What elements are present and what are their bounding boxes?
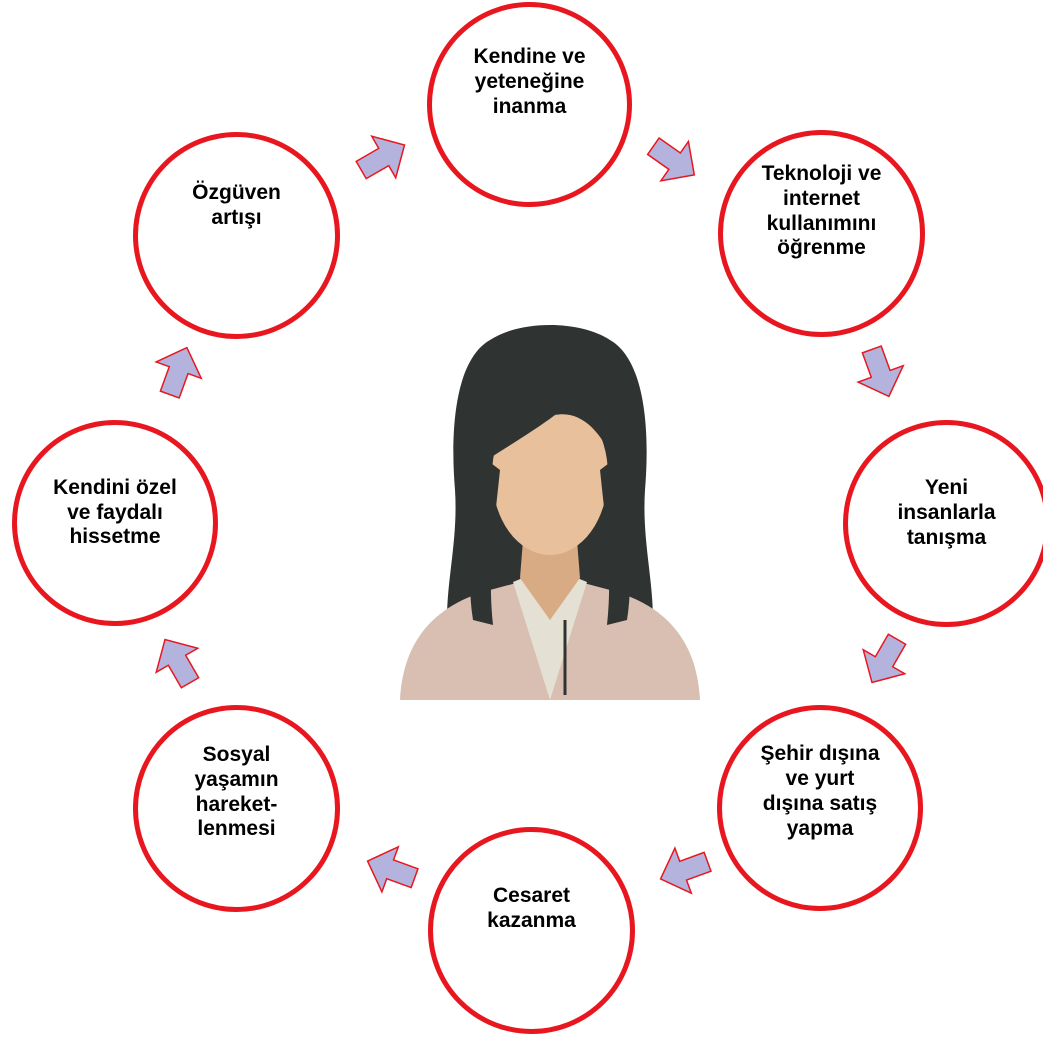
shirt [513,575,587,700]
node-label: Kendine ve yeteneğine inanma [473,45,586,118]
cycle-node-self-confidence: Özgüven artışı [133,132,340,339]
cycle-node-self-belief: Kendine ve yeteneğine inanma [427,2,632,207]
arrow-icon [341,117,423,199]
cycle-node-new-people: Yeni insanlarla tanışma [843,420,1043,627]
node-label: Sosyal yaşamın hareket- lenmesi [194,742,279,841]
hair-front [485,355,616,460]
cycle-node-technology: Teknoloji ve internet kullanımını öğrenm… [718,130,925,337]
node-label: Yeni insanlarla tanışma [897,476,996,549]
node-label: Kendini özel ve faydalı hissetme [53,475,177,549]
cycle-node-courage: Cesaret kazanma [428,827,635,1034]
node-label: Şehir dışına ve yurt dışına satış yapma [760,742,880,840]
woman-avatar-icon [395,320,705,700]
cycle-node-feeling-useful: Kendini özel ve faydalı hissetme [12,420,218,626]
node-label: Özgüven artışı [192,180,281,229]
node-label: Cesaret kazanma [487,883,576,932]
arrow-icon [844,619,926,701]
arrow-icon [140,334,217,411]
arrow-icon [842,334,919,411]
arrow-icon [631,118,715,202]
arrow-icon [354,832,431,909]
node-label: Teknoloji ve internet kullanımını öğrenm… [761,161,882,260]
cycle-node-sales-abroad: Şehir dışına ve yurt dışına satış yapma [717,705,923,911]
arrow-icon [137,621,219,703]
arrow-icon [647,832,724,909]
cycle-node-social-life: Sosyal yaşamın hareket- lenmesi [133,705,340,912]
